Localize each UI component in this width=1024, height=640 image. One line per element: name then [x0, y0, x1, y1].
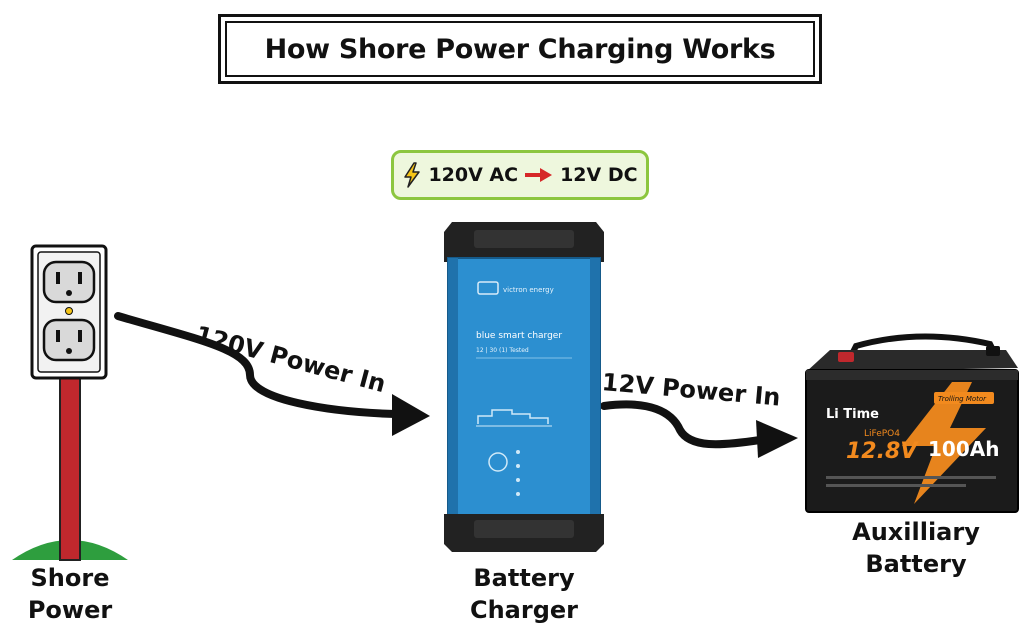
shore-power-outlet: [12, 244, 128, 561]
battery-chemistry: LiFePO4: [864, 429, 900, 439]
auxiliary-battery-device: Li Time Trolling Motor LiFePO4 12.8V 100…: [805, 333, 1019, 513]
battery-charger-device: victron energy blue smart charger 12 | 3…: [444, 222, 604, 552]
conversion-from: 120V AC: [428, 164, 519, 186]
battery-brand: Li Time: [826, 407, 879, 422]
conversion-badge: 120V AC 12V DC: [391, 150, 649, 200]
battery-charger-label: Battery Charger: [444, 562, 604, 626]
battery-charger-label-line2: Charger: [469, 596, 579, 624]
shore-power-label-line1: Shore: [30, 564, 110, 592]
conversion-to: 12V DC: [560, 164, 638, 186]
shore-power-label-line2: Power: [27, 596, 113, 624]
battery-charger-label-line1: Battery: [473, 564, 575, 592]
battery-capacity: 100Ah: [928, 437, 999, 461]
auxiliary-battery-label-line2: Battery: [865, 550, 967, 578]
page-title: How Shore Power Charging Works: [225, 21, 815, 77]
charger-spec: 12 | 30 (1) Tested: [476, 347, 529, 354]
outlet-pole: [59, 375, 81, 561]
battery-voltage: 12.8V: [846, 439, 919, 464]
output-flow-arrow: [600, 400, 798, 458]
arrow-right-icon: [525, 168, 553, 182]
title-box: How Shore Power Charging Works: [218, 14, 822, 84]
auxiliary-battery-label-line1: Auxilliary: [852, 518, 980, 546]
input-flow-arrow: [114, 312, 430, 436]
lightning-icon: [404, 162, 421, 188]
charger-brand: victron energy: [503, 286, 554, 294]
charger-model: blue smart charger: [476, 331, 562, 341]
shore-power-label: Shore Power: [10, 562, 130, 626]
battery-badge: Trolling Motor: [938, 395, 987, 403]
auxiliary-battery-label: Auxilliary Battery: [836, 516, 996, 580]
